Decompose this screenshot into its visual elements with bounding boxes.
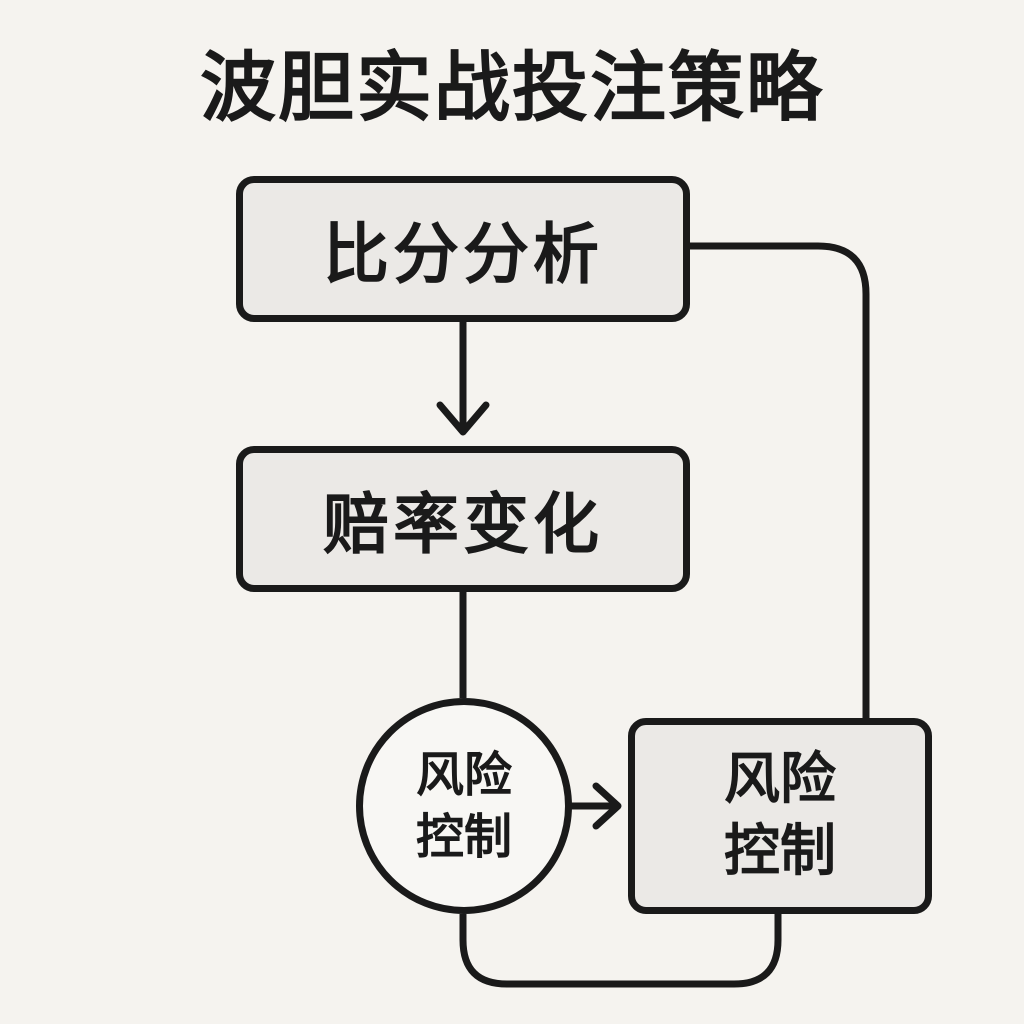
loop-circle-to-box-bottom <box>459 914 782 988</box>
node-risk-control-box-label: 风险控制 <box>724 747 836 884</box>
node-score-analysis: 比分分析 <box>236 176 690 322</box>
arrowhead-circle-to-box <box>592 782 622 830</box>
node-score-analysis-label: 比分分析 <box>323 216 603 293</box>
loop-analysis-to-box <box>690 242 870 718</box>
node-risk-control-circle: 风险控制 <box>356 698 572 914</box>
node-risk-control-circle-label: 风险控制 <box>415 747 512 865</box>
arrowhead-analysis-to-odds <box>436 401 490 436</box>
node-risk-control-box: 风险控制 <box>628 718 932 914</box>
diagram-title: 波胆实战投注策略 <box>200 43 824 132</box>
node-odds-change-label: 赔率变化 <box>323 486 603 563</box>
node-odds-change: 赔率变化 <box>236 446 690 592</box>
